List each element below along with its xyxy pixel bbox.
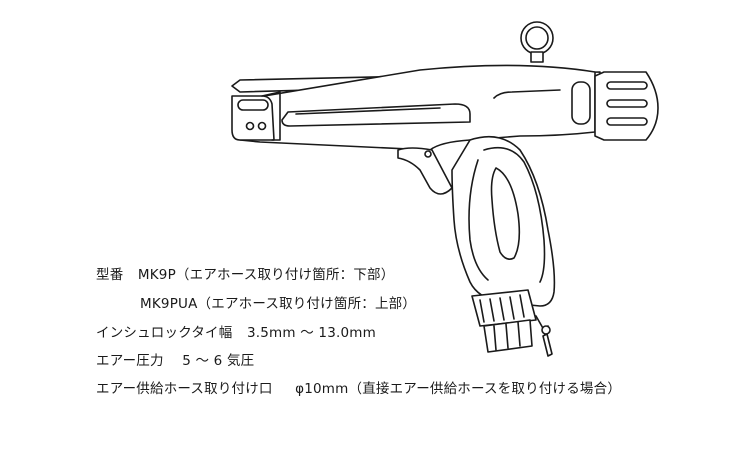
spec-value-air-port: φ10mm（直接エアー供給ホースを取り付ける場合）: [295, 381, 622, 397]
gun-body: [239, 64, 596, 151]
spec-row-air-port: エアー供給ホース取り付け口 φ10mm（直接エアー供給ホースを取り付ける場合）: [96, 381, 621, 397]
spec-label-air-port: エアー供給ホース取り付け口: [96, 381, 273, 397]
spec-row-model: 型番 MK9P（エアホース取り付け箇所：下部）: [96, 267, 394, 283]
spec-value-model: MK9P（エアホース取り付け箇所：下部）: [137, 267, 395, 283]
spec-label-air-pressure: エアー圧力: [96, 353, 164, 369]
trigger: [397, 147, 453, 195]
nose-cutter: [231, 91, 281, 141]
spec-row-model-alt: MK9PUA（エアホース取り付け箇所：上部）: [140, 296, 416, 312]
spec-value-tie-width: 3.5mm 〜 13.0mm: [246, 325, 376, 341]
spec-label-model: 型番: [96, 267, 124, 283]
handle-grip: [451, 135, 556, 307]
spec-value-air-pressure: 5 〜 6 気圧: [182, 353, 255, 369]
hanging-ring: [520, 21, 554, 63]
spec-row-air-pressure: エアー圧力 5 〜 6 気圧: [96, 353, 254, 369]
spec-value-model-alt: MK9PUA（エアホース取り付け箇所：上部）: [140, 296, 417, 312]
spec-row-tie-width: インシュロックタイ幅 3.5mm 〜 13.0mm: [96, 325, 376, 341]
spec-label-tie-width: インシュロックタイ幅: [96, 325, 233, 341]
air-fitting: [471, 289, 553, 357]
tension-knob: [594, 71, 659, 141]
